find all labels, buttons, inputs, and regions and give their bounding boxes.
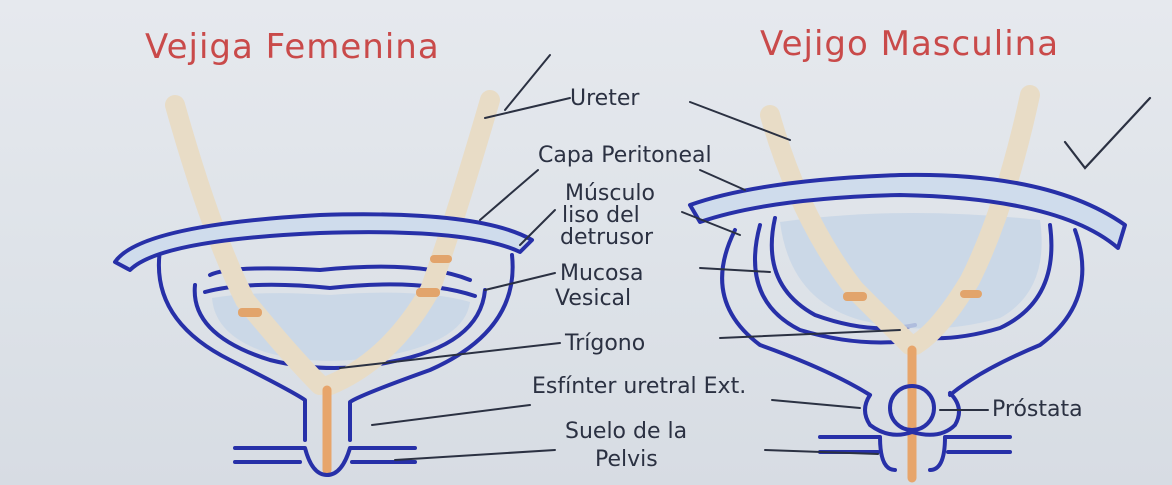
label-prostate: Próstata — [992, 397, 1083, 422]
title-female: Vejiga Femenina — [145, 27, 440, 67]
male-band-1 — [843, 292, 867, 301]
female-peritoneum — [115, 214, 532, 270]
leader-mucosa-female — [485, 273, 555, 290]
label-peritoneal: Capa Peritoneal — [538, 143, 712, 168]
label-pelvic-2: Pelvis — [595, 447, 658, 472]
label-mucosa-2: Vesical — [555, 286, 631, 311]
leader-sphincter-male — [772, 400, 860, 408]
female-bladder — [115, 100, 532, 475]
leader-mucosa-male — [700, 268, 770, 272]
female-band-3 — [430, 255, 452, 263]
leader-ureter-female-2 — [505, 55, 550, 110]
leader-sphincter-female — [372, 405, 530, 425]
female-band-1 — [238, 308, 262, 317]
label-trigone: Trígono — [564, 331, 645, 356]
label-pelvic-1: Suelo de la — [565, 419, 687, 444]
leader-peritoneal — [700, 170, 745, 190]
title-male: Vejigo Masculina — [760, 24, 1059, 64]
leader-muscle-female — [520, 210, 555, 245]
checkmark-icon — [1065, 98, 1150, 168]
leader-peritoneal-female — [480, 170, 538, 220]
leader-pelvic-female — [395, 450, 555, 460]
label-muscle-3: detrusor — [560, 225, 654, 250]
label-mucosa-1: Mucosa — [560, 261, 643, 286]
label-sphincter: Esfínter uretral Ext. — [532, 374, 746, 399]
male-band-2 — [960, 290, 982, 298]
label-ureter: Ureter — [570, 86, 640, 111]
female-band-2 — [416, 288, 440, 297]
